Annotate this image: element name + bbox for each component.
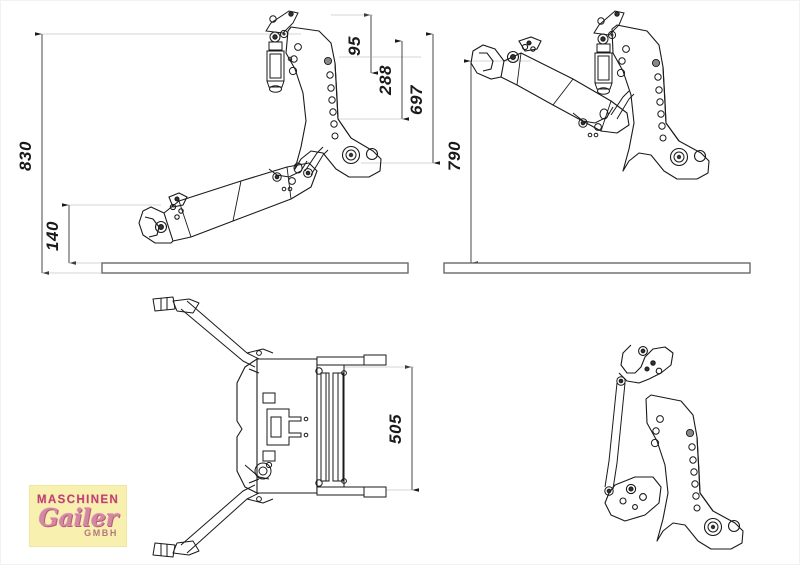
tilt-cylinder-left bbox=[303, 146, 329, 178]
dimension-288 bbox=[339, 39, 410, 121]
detail-tilt-link bbox=[604, 376, 626, 496]
hydraulic-valve-block-left bbox=[265, 10, 299, 93]
dim-label-505: 505 bbox=[386, 414, 405, 444]
detail-bracket-plate bbox=[645, 394, 744, 550]
ground-bar-left bbox=[101, 262, 409, 274]
dimension-697 bbox=[361, 32, 441, 165]
detail-hole-column bbox=[685, 428, 701, 512]
loader-arm-left bbox=[163, 162, 318, 242]
plan-arm-lower bbox=[152, 484, 274, 558]
view-side-elevation-right: 790 bbox=[443, 10, 751, 274]
plan-arm-upper bbox=[152, 296, 274, 368]
dim-label-790: 790 bbox=[445, 141, 464, 171]
dim-label-830: 830 bbox=[16, 141, 35, 171]
dim-label-95: 95 bbox=[345, 36, 364, 56]
plan-center-coupler bbox=[262, 392, 309, 462]
pivot-boss-right bbox=[669, 147, 707, 167]
view-plan: 505 bbox=[152, 296, 420, 558]
arm-tip-coupler-left bbox=[138, 192, 188, 244]
arm-linkage-left bbox=[268, 160, 308, 192]
bracket-hole-column-right bbox=[651, 58, 667, 142]
dimension-830 bbox=[34, 32, 301, 275]
bracket-hole-column-left bbox=[323, 56, 339, 140]
arm-tip-coupler-right bbox=[470, 36, 542, 80]
dim-label-288: 288 bbox=[376, 65, 395, 96]
detail-bracket-holes bbox=[650, 415, 664, 448]
logo-line-gailer: Gailer bbox=[38, 502, 118, 532]
detail-hook-head bbox=[618, 344, 674, 384]
plan-side-pivot bbox=[244, 461, 273, 480]
plan-cylinder-rails bbox=[315, 354, 387, 498]
tilt-cylinder-right bbox=[610, 90, 635, 120]
detail-lower-linkage bbox=[604, 476, 662, 522]
dimension-790 bbox=[463, 59, 531, 265]
logo-line-maschinen: MASCHINEN bbox=[36, 494, 120, 507]
view-detail-bracket bbox=[604, 344, 744, 550]
loader-arm-right bbox=[500, 52, 630, 134]
dim-label-697: 697 bbox=[407, 84, 426, 115]
arm-linkage-right bbox=[572, 106, 614, 138]
bracket-holes-right bbox=[616, 45, 630, 78]
company-logo: MASCHINEN Gailer GMBH bbox=[29, 485, 127, 547]
detail-pivot-boss bbox=[703, 517, 741, 537]
dim-label-140: 140 bbox=[43, 221, 62, 251]
bracket-holes-left bbox=[287, 43, 302, 76]
dimension-140 bbox=[61, 203, 161, 265]
plan-frame-body bbox=[236, 358, 318, 494]
hydraulic-valve-block-right bbox=[593, 10, 625, 95]
mounting-bracket-right bbox=[611, 24, 710, 180]
pin-upper-left bbox=[279, 29, 289, 39]
logo-line-gmbh: GMBH bbox=[84, 527, 118, 538]
ground-bar-right bbox=[443, 262, 751, 274]
pivot-boss-left bbox=[341, 145, 379, 165]
mounting-bracket-left bbox=[285, 26, 382, 178]
view-side-elevation-left: 830 140 95 288 697 bbox=[16, 10, 441, 275]
